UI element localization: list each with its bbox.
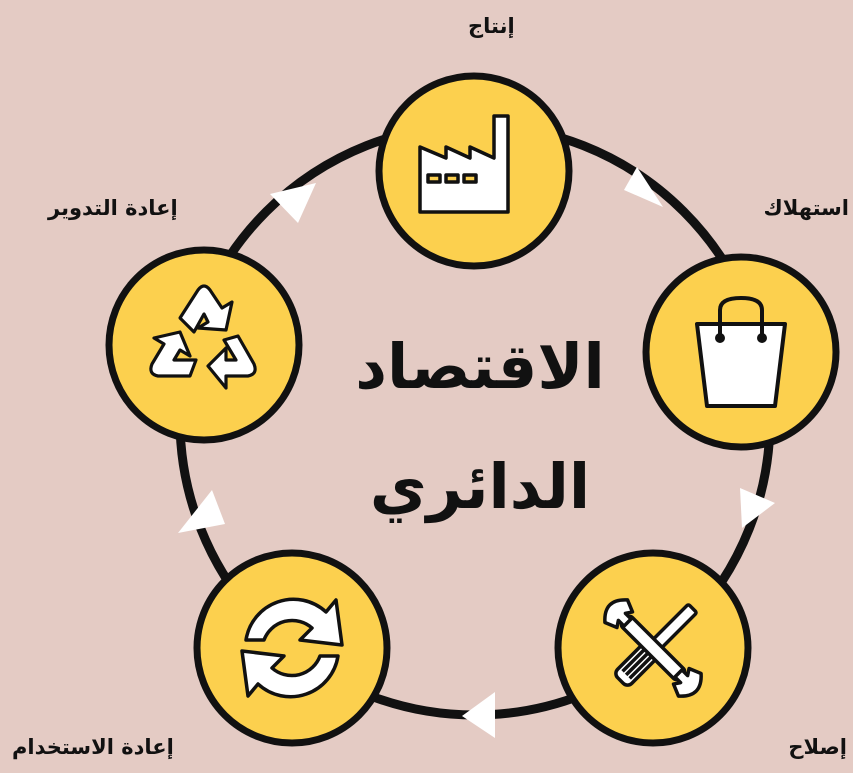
label-consumption: استهلاك — [763, 196, 849, 220]
arrow-reuse-to-recycle — [178, 490, 225, 533]
node-production — [375, 72, 573, 270]
title-line-2: الدائري — [369, 450, 591, 523]
label-production: إنتاج — [468, 14, 515, 38]
label-reuse: إعادة الاستخدام — [12, 735, 174, 759]
label-repair: إصلاح — [788, 735, 847, 759]
refresh-arrows-icon — [240, 597, 344, 699]
wrench-screwdriver-icon — [603, 598, 703, 698]
node-recycle — [105, 246, 303, 444]
node-reuse — [193, 549, 391, 747]
label-recycle: إعادة التدوير — [48, 196, 178, 220]
arrow-recycle-to-production — [270, 183, 316, 223]
title-line-1: الاقتصاد — [355, 330, 605, 403]
node-consumption — [642, 253, 840, 451]
recycle-icon — [149, 284, 257, 390]
arrow-repair-to-reuse — [462, 692, 495, 738]
arrow-consumption-to-repair — [740, 488, 775, 528]
factory-icon — [418, 114, 510, 214]
shopping-bag-icon — [695, 295, 787, 408]
arrow-production-to-consumption — [624, 167, 663, 207]
node-repair — [554, 549, 752, 747]
